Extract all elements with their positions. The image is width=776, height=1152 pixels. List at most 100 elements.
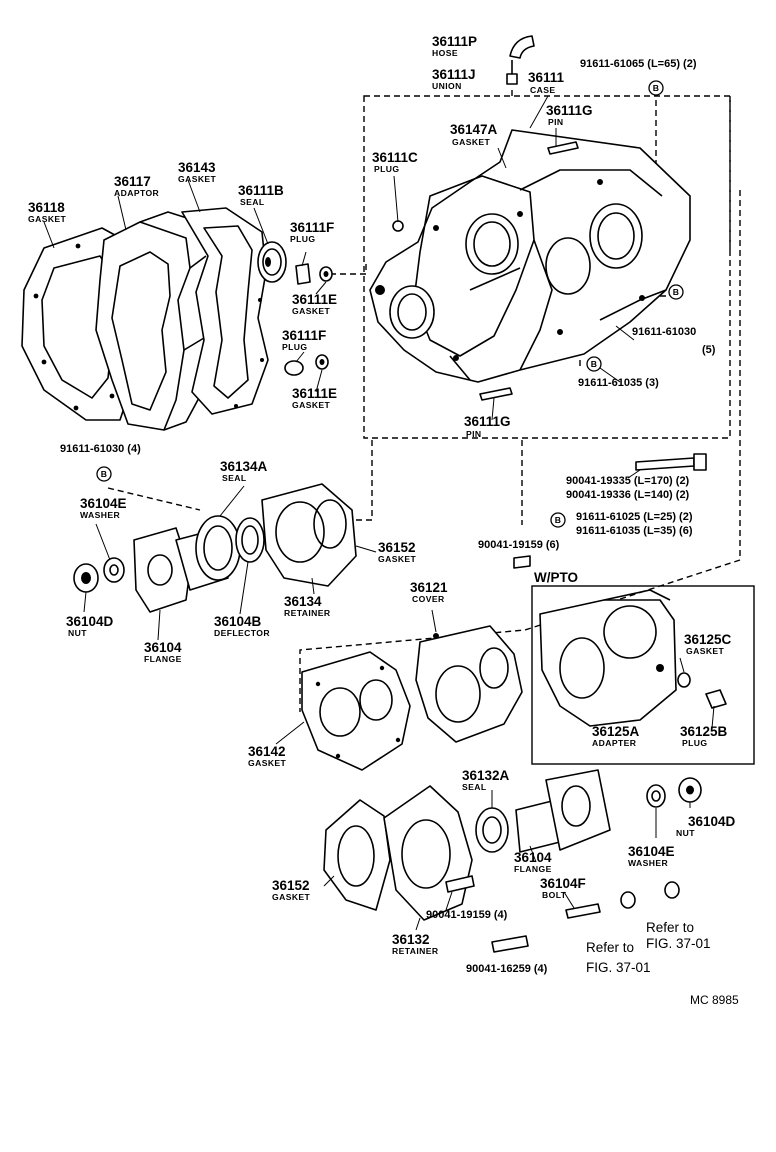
callout-36111G-bot: 36111G PIN [464, 414, 511, 439]
stud-line-19159-6: 90041-19159 (6) [478, 539, 560, 551]
callout-36117: 36117 ADAPTOR [114, 174, 159, 198]
svg-text:B: B [653, 83, 660, 93]
plug-36111F-upper-drawing [295, 263, 333, 285]
stud-19159-6-drawing [513, 555, 531, 569]
retainer-36132-drawing [383, 785, 473, 921]
svg-text:UNION: UNION [432, 81, 462, 91]
svg-text:91611-61035 (3): 91611-61035 (3) [578, 377, 659, 389]
seal-36111B-drawing [257, 241, 287, 283]
callout-36125A: 36125A ADAPTER [592, 724, 640, 748]
svg-text:36117: 36117 [114, 174, 151, 189]
svg-text:RETAINER: RETAINER [284, 608, 331, 618]
svg-text:36111F: 36111F [290, 220, 334, 235]
svg-text:B: B [673, 287, 680, 297]
svg-text:36134A: 36134A [220, 459, 268, 474]
washer-36104E-drawing [103, 557, 125, 583]
callout-36147A: 36147A GASKET [450, 122, 498, 147]
b-marker-mid: B [668, 284, 684, 300]
svg-text:PIN: PIN [466, 429, 482, 439]
callout-36104F: 36104F BOLT [540, 876, 586, 900]
svg-text:91611-61065 (L=65) (2): 91611-61065 (L=65) (2) [580, 58, 697, 70]
callout-36111: 36111 CASE [528, 70, 565, 95]
callout-36104B: 36104B DEFLECTOR [214, 614, 270, 638]
svg-text:36104D: 36104D [688, 814, 736, 829]
stud-line-19159-4: 90041-19159 (4) [426, 909, 508, 921]
callout-bolt-61035-3: 91611-61035 (3) [578, 377, 659, 389]
washer-36104E-lower-drawing [646, 784, 666, 808]
svg-text:36104B: 36104B [214, 614, 262, 629]
pin-36111G-lower-drawing [479, 387, 513, 401]
b-marker-low: B [586, 356, 602, 372]
dashed-leader-right [299, 190, 741, 712]
svg-text:PLUG: PLUG [290, 234, 315, 244]
svg-text:WASHER: WASHER [80, 510, 121, 520]
callout-36125B: 36125B PLUG [680, 724, 728, 748]
plug-36111F-lower-drawing [284, 354, 329, 376]
svg-text:36111B: 36111B [238, 183, 284, 198]
bolt-line-19336: 90041-19336 (L=140) (2) [566, 489, 690, 501]
stud-line-16259-4: 90041-16259 (4) [466, 963, 548, 975]
callout-36111B: 36111B SEAL [238, 183, 284, 207]
svg-text:ADAPTER: ADAPTER [592, 738, 637, 748]
callout-36152-1: 36152 GASKET [378, 540, 417, 564]
case-group-dashed-box [363, 95, 731, 439]
svg-text:WASHER: WASHER [628, 858, 669, 868]
svg-text:36104F: 36104F [540, 876, 586, 891]
gasket-36142-drawing [301, 651, 411, 771]
svg-text:GASKET: GASKET [378, 554, 417, 564]
callout-36111P: 36111P HOSE [432, 34, 477, 58]
svg-text:(5): (5) [702, 344, 716, 356]
svg-text:36121: 36121 [410, 580, 448, 595]
svg-text:FLANGE: FLANGE [514, 864, 552, 874]
nut-refer-a-drawing [620, 891, 636, 909]
svg-text:36104E: 36104E [628, 844, 675, 859]
svg-text:36111G: 36111G [464, 414, 511, 429]
callout-36143: 36143 GASKET [178, 160, 216, 184]
nut-refer-b-drawing [664, 881, 680, 899]
callout-36104-2: 36104 FLANGE [514, 850, 552, 874]
svg-text:36111E: 36111E [292, 292, 337, 307]
callout-36104E-1: 36104E WASHER [80, 496, 127, 520]
refer-note-a-line1: Refer to [586, 940, 634, 955]
svg-text:PLUG: PLUG [374, 164, 399, 174]
svg-text:36125A: 36125A [592, 724, 640, 739]
svg-text:GASKET: GASKET [272, 892, 311, 902]
svg-text:36104E: 36104E [80, 496, 127, 511]
callout-bolt-61030-5: 91611-61030 (5) [632, 326, 716, 356]
svg-text:GASKET: GASKET [292, 400, 331, 410]
svg-text:36111C: 36111C [372, 150, 418, 165]
svg-text:36152: 36152 [272, 878, 310, 893]
callout-36111C: 36111C PLUG [372, 150, 418, 174]
gasket-36143-drawing [181, 207, 269, 415]
svg-text:DEFLECTOR: DEFLECTOR [214, 628, 270, 638]
stud-19159-4-drawing [445, 875, 475, 893]
gasket-36152-lower-drawing [323, 799, 391, 911]
b-marker-bolts: B [550, 512, 566, 528]
svg-text:B: B [591, 359, 598, 369]
svg-text:36132: 36132 [392, 932, 430, 947]
svg-text:FLANGE: FLANGE [144, 654, 182, 664]
refer-note-b-line1: Refer to [646, 920, 694, 935]
svg-text:36104: 36104 [514, 850, 552, 865]
svg-text:36111G: 36111G [546, 103, 593, 118]
callout-36152-2: 36152 GASKET [272, 878, 311, 902]
callout-36111F-1: 36111F PLUG [290, 220, 334, 244]
callout-36111E-2: 36111E GASKET [292, 386, 337, 410]
svg-text:SEAL: SEAL [240, 197, 265, 207]
svg-text:PIN: PIN [548, 117, 564, 127]
bolt-36104F-drawing [565, 903, 601, 919]
svg-text:36118: 36118 [28, 200, 65, 215]
b-marker-upper: B [648, 80, 664, 96]
callout-36111J: 36111J UNION [432, 67, 476, 91]
svg-text:36125B: 36125B [680, 724, 728, 739]
svg-text:SEAL: SEAL [462, 782, 487, 792]
svg-text:36143: 36143 [178, 160, 216, 175]
svg-text:36152: 36152 [378, 540, 416, 555]
svg-text:36111: 36111 [528, 70, 565, 85]
callout-36125C: 36125C GASKET [684, 632, 732, 656]
callout-bolt-61065: 91611-61065 (L=65) (2) [580, 58, 697, 70]
svg-text:GASKET: GASKET [686, 646, 725, 656]
svg-text:36132A: 36132A [462, 768, 510, 783]
callout-36132: 36132 RETAINER [392, 932, 438, 956]
